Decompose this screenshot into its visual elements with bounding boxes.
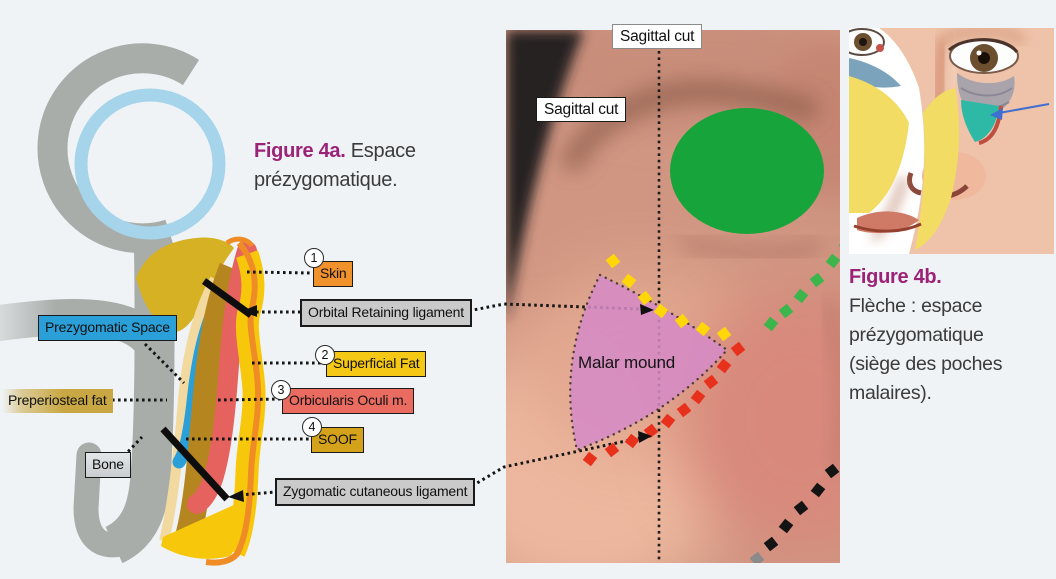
- bone-hook: [73, 442, 137, 558]
- eyebrow-shadow: [557, 79, 820, 175]
- figure-4b-illustration: [849, 28, 1054, 254]
- skin-layer-top-curl: [225, 236, 255, 248]
- marker-diamond: [763, 316, 779, 332]
- eye-globe-outline: [74, 88, 226, 240]
- number-circle-4: 4: [302, 417, 322, 437]
- marker-diamond: [624, 433, 640, 449]
- yellow-overlay-right: [915, 88, 960, 250]
- cross-section-diagram: [0, 43, 266, 566]
- label-sagittal-cut-top: Sagittal cut: [612, 24, 703, 50]
- marker-diamond: [763, 536, 779, 552]
- figure-4b-line: Flèche : espace: [849, 294, 983, 317]
- marker-diamond: [793, 288, 809, 304]
- figure-4b-caption: Figure 4b. Flèche : espace prézygomatiqu…: [849, 263, 1054, 408]
- marker-diamond: [690, 389, 706, 405]
- figure-4b-title: Figure 4b.: [849, 266, 942, 288]
- marker-diamond: [793, 500, 809, 516]
- malar-mound-region: [569, 273, 729, 452]
- marker-diamond: [605, 253, 621, 269]
- marker-diamond: [637, 290, 653, 306]
- marker-diamond: [674, 313, 690, 329]
- label-preperiosteal-fat: Preperiosteal fat: [2, 389, 113, 413]
- lips: [857, 211, 919, 233]
- skin-layer-outline: [205, 241, 262, 566]
- prezygomatic-space-overlay: [961, 100, 999, 142]
- bone-orbital-rim: [37, 43, 200, 254]
- photo-overlays: [569, 108, 840, 563]
- marker-diamond: [660, 413, 676, 429]
- label-sagittal-cut-left: Sagittal cut: [536, 97, 627, 123]
- left-tear-trough: [849, 58, 901, 88]
- marker-diamond: [825, 253, 840, 269]
- label-orbicularis-oculi: Orbicularis Oculi m.: [282, 388, 415, 414]
- preperiosteal-fat-layer: [159, 276, 220, 543]
- label-orbital-retaining-ligament: Orbital Retaining ligament: [300, 299, 472, 327]
- hair: [506, 30, 584, 318]
- marker-diamond: [824, 463, 840, 479]
- label-malar-mound: Malar mound: [578, 353, 676, 372]
- number-circle-2: 2: [315, 345, 335, 365]
- zygomatic-ligament-line: [160, 426, 230, 502]
- label-bone: Bone: [85, 452, 131, 478]
- face-photo: [506, 30, 840, 563]
- prezygomatic-arrow: [998, 103, 1050, 114]
- marker-diamond: [703, 374, 719, 390]
- label-superficial-fat: Superficial Fat: [326, 351, 427, 377]
- figure-4b-line: malaires).: [849, 381, 932, 404]
- marker-diamond: [778, 303, 794, 319]
- figure-4b-line: (siège des poches: [849, 352, 1003, 375]
- marker-diamond: [778, 518, 794, 534]
- marker-diamond: [730, 341, 746, 357]
- yellow-overlay-left: [849, 76, 909, 213]
- superficial-fat-lower: [161, 504, 239, 559]
- orbital-retaining-ligament-line: [201, 278, 254, 318]
- nostril-left: [906, 172, 922, 196]
- eye-overlay-ellipse: [670, 108, 824, 234]
- label-prezygomatic-space: Prezygomatic Space: [38, 315, 177, 341]
- figure-4a-text: Espace prézygomatique.: [254, 140, 416, 191]
- marker-diamond: [604, 442, 620, 458]
- marker-diamond: [810, 482, 826, 498]
- label-zygomatic-cutaneous-ligament: Zygomatic cutaneous ligament: [275, 478, 476, 506]
- figure-4b-line: prézygomatique: [849, 323, 984, 346]
- marker-diamond: [695, 321, 711, 337]
- marker-diamond: [676, 402, 692, 418]
- dotted-marker-arcs: [582, 238, 840, 563]
- figure-4a-title: Figure 4a.: [254, 140, 346, 162]
- marker-diamond: [653, 303, 669, 319]
- marker-diamond: [716, 358, 732, 374]
- marker-diamond: [621, 273, 637, 289]
- figure-4a-caption: Figure 4a. Espace prézygomatique.: [254, 137, 434, 194]
- prezygomatic-arrowhead: [990, 108, 1003, 120]
- marker-diamond: [582, 451, 598, 467]
- number-circle-3: 3: [271, 380, 291, 400]
- marker-diamond: [716, 326, 732, 342]
- number-circle-1: 1: [304, 248, 324, 268]
- marker-diamond: [809, 272, 825, 288]
- upper-fat-wedge: [136, 237, 234, 332]
- connector-arrowheads: [228, 305, 257, 502]
- photo-arrowheads: [638, 304, 654, 443]
- marker-diamond: [749, 551, 765, 563]
